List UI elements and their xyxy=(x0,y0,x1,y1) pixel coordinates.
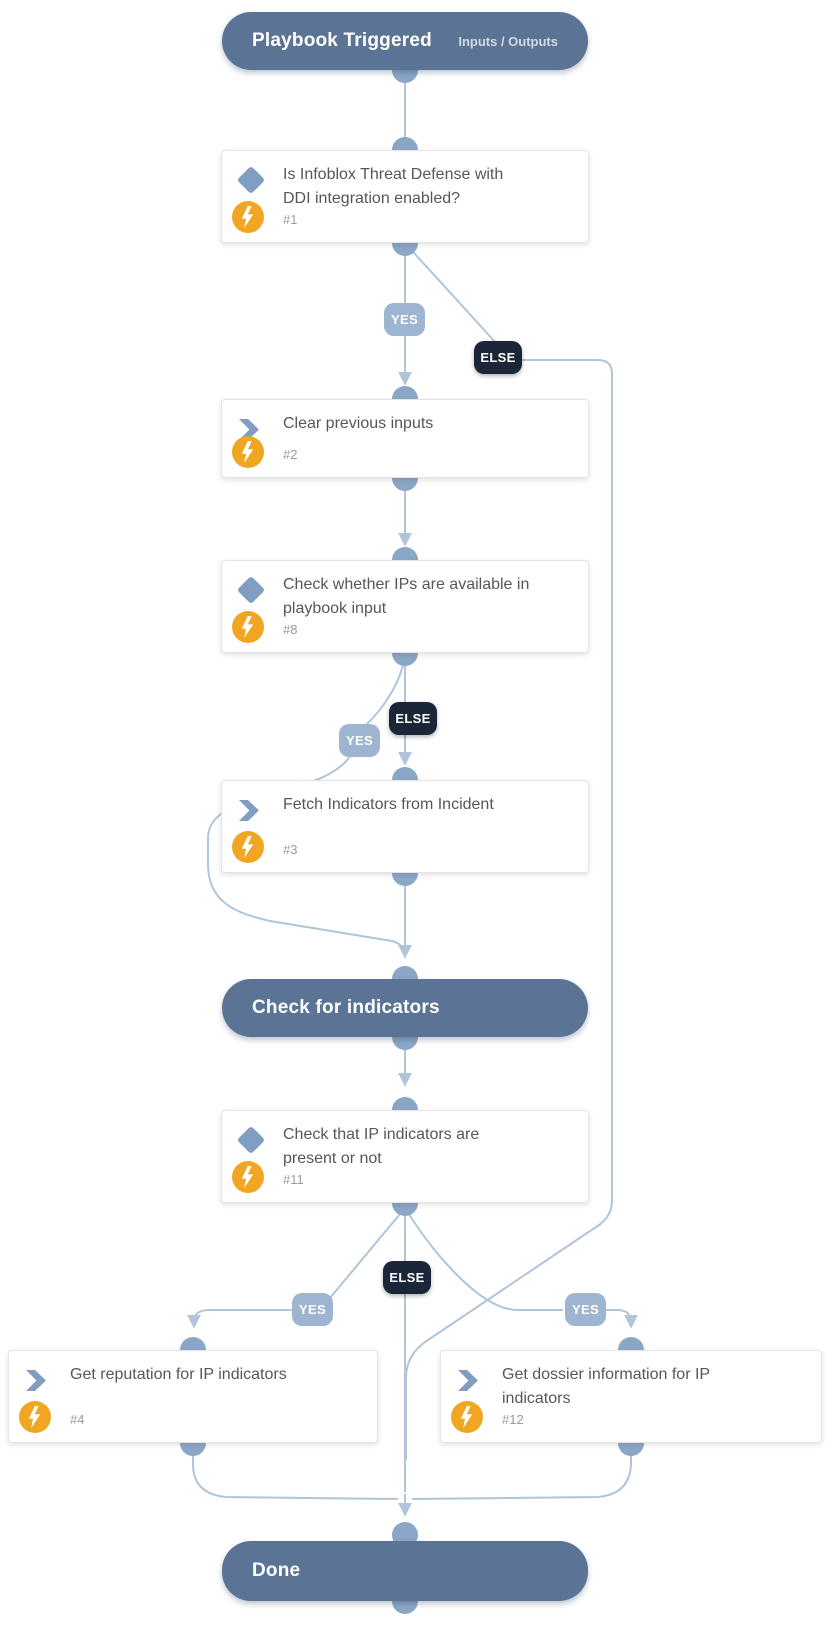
branch-label-yes: YES xyxy=(565,1293,606,1326)
automation-icon xyxy=(232,611,264,643)
task-id: #12 xyxy=(502,1412,524,1427)
task-title: Check whether IPs are available in playb… xyxy=(283,576,530,617)
automation-icon xyxy=(232,201,264,233)
task-title: Is Infoblox Threat Defense with DDI inte… xyxy=(283,166,504,207)
task-title: Fetch Indicators from Incident xyxy=(283,796,494,813)
section-title: Done xyxy=(252,1560,301,1581)
task-card-3[interactable]: Fetch Indicators from Incident #3 xyxy=(221,780,589,873)
task-icon xyxy=(458,1370,478,1391)
task-card-1[interactable]: Is Infoblox Threat Defense with DDI inte… xyxy=(221,150,589,243)
task-id: #8 xyxy=(283,622,298,637)
section-title: Check for indicators xyxy=(252,997,440,1018)
task-id: #4 xyxy=(70,1412,85,1427)
inputs-outputs-link[interactable]: Inputs / Outputs xyxy=(458,33,558,49)
section-done[interactable]: Done xyxy=(222,1541,588,1601)
condition-icon xyxy=(236,165,266,195)
automation-icon xyxy=(232,436,264,468)
section-playbook-triggered[interactable]: Playbook Triggered Inputs / Outputs xyxy=(222,12,588,70)
task-id: #11 xyxy=(283,1172,304,1187)
automation-icon xyxy=(19,1401,51,1433)
task-title: Get reputation for IP indicators xyxy=(70,1366,287,1383)
task-card-2[interactable]: Clear previous inputs #2 xyxy=(221,399,589,478)
section-check-for-indicators[interactable]: Check for indicators xyxy=(222,979,588,1037)
task-title: Get dossier information for IP indicator… xyxy=(502,1366,710,1407)
task-icon xyxy=(239,800,259,821)
task-card-4[interactable]: Get reputation for IP indicators #4 xyxy=(8,1350,378,1443)
task-id: #1 xyxy=(283,212,298,227)
task-card-12[interactable]: Get dossier information for IP indicator… xyxy=(440,1350,822,1443)
task-title: Clear previous inputs xyxy=(283,415,434,432)
task-card-11[interactable]: Check that IP indicators are present or … xyxy=(221,1110,589,1203)
automation-icon xyxy=(451,1401,483,1433)
condition-icon xyxy=(236,1125,266,1155)
section-title: Playbook Triggered xyxy=(252,30,432,51)
task-id: #3 xyxy=(283,842,298,857)
branch-label-else: ELSE xyxy=(474,341,522,374)
task-title: Check that IP indicators are present or … xyxy=(283,1126,480,1167)
branch-label-else: ELSE xyxy=(389,702,437,735)
branch-label-yes: YES xyxy=(292,1293,333,1326)
condition-icon xyxy=(236,575,266,605)
branch-label-yes: YES xyxy=(339,724,380,757)
task-id: #2 xyxy=(283,447,298,462)
task-card-8[interactable]: Check whether IPs are available in playb… xyxy=(221,560,589,653)
automation-icon xyxy=(232,831,264,863)
automation-icon xyxy=(232,1161,264,1193)
branch-label-yes: YES xyxy=(384,303,425,336)
branch-label-else: ELSE xyxy=(383,1261,431,1294)
task-icon xyxy=(26,1370,46,1391)
